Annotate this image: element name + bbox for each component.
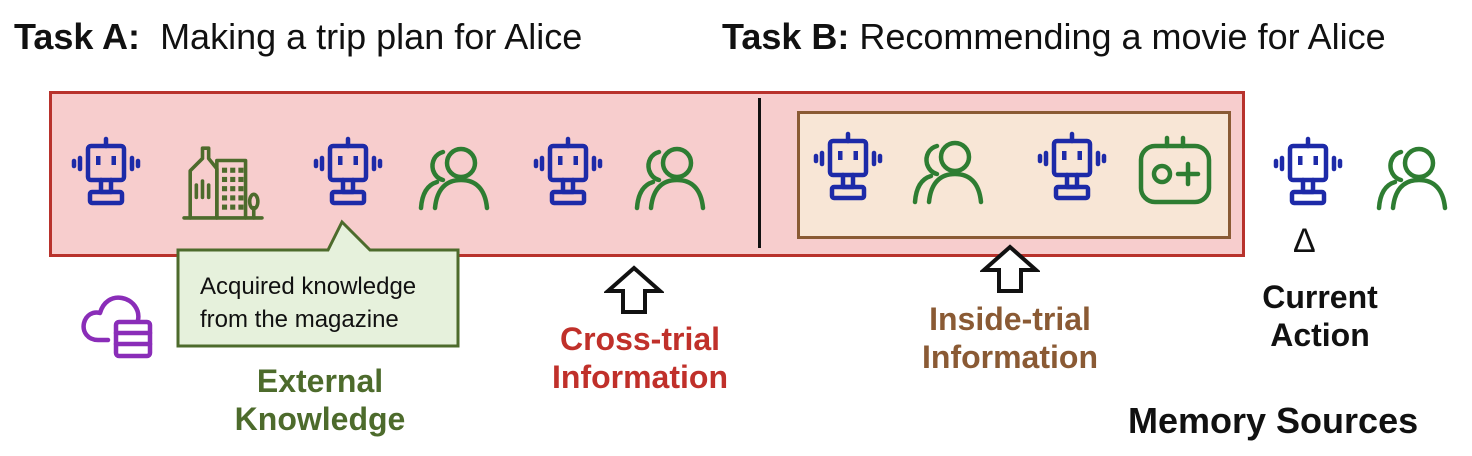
callout-line-2: from the magazine: [200, 306, 399, 333]
delta-marker: Δ: [1293, 222, 1316, 260]
up-arrow-icon: [980, 244, 1040, 294]
task-a-title: Task A: Making a trip plan for Alice: [14, 16, 582, 58]
inside-trial-box: [797, 111, 1231, 239]
building-icon: [178, 140, 268, 222]
callout-bubble: [176, 219, 460, 348]
current-action-label-line-1: Current: [1262, 279, 1378, 315]
robot-icon: [1032, 131, 1112, 211]
task-a-prefix: Task A:: [14, 16, 141, 57]
robot-icon: [528, 136, 608, 216]
inside-trial-label-line-1: Inside-trial: [929, 301, 1091, 337]
gamepad-icon: [1134, 132, 1216, 212]
user-icon: [906, 132, 988, 212]
external-label-line-1: External: [256, 363, 384, 399]
task-divider: [758, 98, 761, 248]
inside-trial-label-line-2: Information: [922, 339, 1098, 375]
robot-icon: [308, 136, 388, 216]
task-b-prefix: Task B:: [722, 16, 850, 57]
robot-icon: [1268, 136, 1348, 216]
cloud-database-icon: [78, 282, 158, 362]
callout-text: Acquired knowledge from the magazine: [200, 270, 416, 336]
up-arrow-icon: [604, 265, 664, 315]
task-b-text: Recommending a movie for Alice: [859, 16, 1386, 57]
user-icon: [412, 138, 494, 218]
cross-trial-label-line-2: Information: [552, 359, 728, 395]
current-action-label: Current Action: [1220, 278, 1420, 354]
cross-trial-label-line-1: Cross-trial: [559, 321, 721, 357]
user-icon: [628, 138, 710, 218]
inside-trial-label: Inside-trial Information: [890, 300, 1130, 376]
user-icon: [1370, 138, 1452, 218]
current-action-label-line-2: Action: [1270, 317, 1370, 353]
task-b-title: Task B: Recommending a movie for Alice: [722, 16, 1386, 58]
robot-icon: [66, 136, 146, 216]
external-knowledge-label: External Knowledge: [200, 362, 440, 438]
task-a-text: Making a trip plan for Alice: [160, 16, 583, 57]
memory-sources-title: Memory Sources: [1128, 400, 1419, 441]
robot-icon: [808, 131, 888, 211]
callout-line-1: Acquired knowledge: [200, 273, 417, 300]
cross-trial-label: Cross-trial Information: [520, 320, 760, 396]
external-label-line-2: Knowledge: [234, 401, 406, 437]
